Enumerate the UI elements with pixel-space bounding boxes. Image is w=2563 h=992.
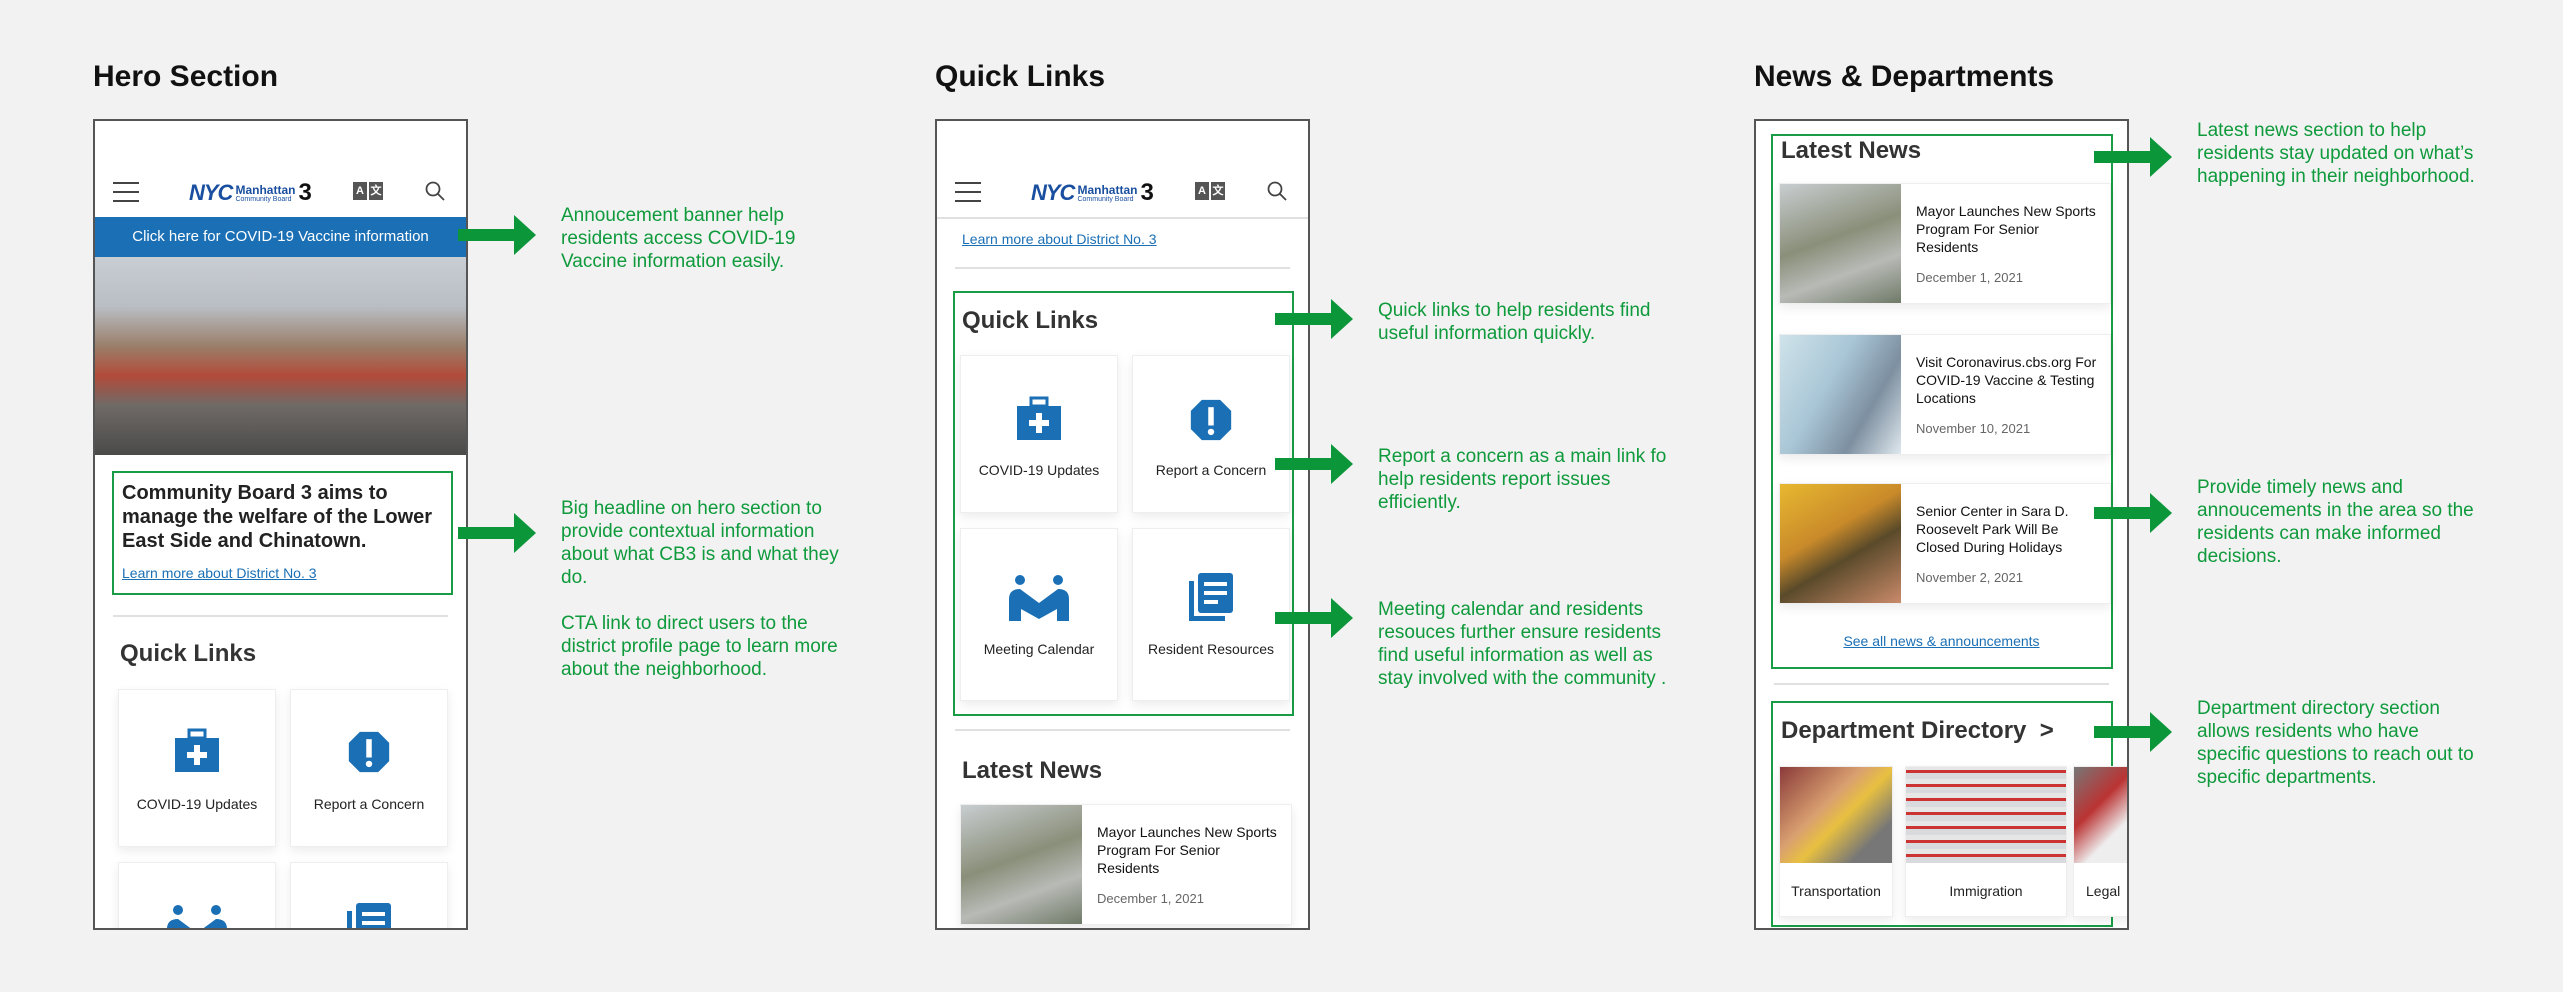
arrow-icon	[2094, 137, 2172, 177]
latest-news-heading: Latest News	[1781, 137, 1922, 164]
alert-octagon-icon	[1189, 396, 1233, 444]
quick-link-meeting[interactable]: Meeting Calendar	[960, 528, 1118, 701]
annotation-headline: Big headline on hero section to provide …	[561, 498, 839, 588]
search-icon[interactable]	[425, 181, 445, 201]
divider	[113, 615, 448, 617]
arrow-icon	[458, 513, 536, 553]
search-icon[interactable]	[1267, 181, 1287, 201]
news-image	[1780, 184, 1901, 303]
district-link[interactable]: Learn more about District No. 3	[122, 565, 317, 581]
news-card[interactable]: Mayor Launches New Sports Program For Se…	[960, 804, 1292, 925]
news-card[interactable]: Senior Center in Sara D. Roosevelt Park …	[1779, 483, 2111, 604]
arrow-icon	[1275, 444, 1353, 484]
dept-image	[1780, 767, 1892, 863]
quick-link-report[interactable]: Report a Concern	[290, 689, 448, 847]
arrow-icon	[2094, 493, 2172, 533]
chevron-right-icon: >	[2039, 717, 2054, 744]
annotation-timely: Provide timely news and annoucements in …	[2197, 477, 2474, 567]
quick-link-resources[interactable]: Resident Resources	[1132, 528, 1290, 701]
latest-news-heading: Latest News	[962, 757, 1103, 784]
headline-box: Community Board 3 aims to manage the wel…	[112, 471, 453, 595]
annotation-banner: Annoucement banner help residents access…	[561, 205, 796, 272]
quick-links-heading: Quick Links	[962, 307, 1099, 334]
hero-image	[95, 257, 466, 455]
hero-headline: Community Board 3 aims to manage the wel…	[122, 482, 433, 552]
dept-image	[1906, 767, 2066, 863]
quick-link-report[interactable]: Report a Concern	[1132, 355, 1290, 513]
hamburger-menu-icon[interactable]	[955, 182, 981, 202]
dept-card-immigration[interactable]: Immigration	[1905, 766, 2067, 917]
divider	[955, 729, 1290, 731]
annotation-news: Latest news section to help residents st…	[2197, 120, 2475, 187]
documents-icon	[347, 903, 391, 930]
see-all-news-link[interactable]: See all news & announcements	[1843, 633, 2040, 649]
news-image	[1780, 484, 1901, 603]
quick-link-covid[interactable]: COVID-19 Updates	[960, 355, 1118, 513]
district-link[interactable]: Learn more about District No. 3	[962, 231, 1157, 247]
section-title-quick-links: Quick Links	[935, 60, 1106, 93]
meeting-people-icon	[1008, 573, 1070, 621]
divider	[1774, 683, 2109, 685]
hamburger-menu-icon[interactable]	[113, 182, 139, 202]
latest-news-box	[1771, 134, 2113, 669]
covid-banner[interactable]: Click here for COVID-19 Vaccine informat…	[95, 217, 466, 257]
medical-kit-icon	[1015, 396, 1063, 444]
news-image	[1780, 335, 1901, 454]
quick-link-meeting[interactable]	[118, 862, 276, 930]
annotation-quick-links: Quick links to help residents find usefu…	[1378, 300, 1651, 344]
news-card[interactable]: Visit Coronavirus.cbs.org For COVID-19 V…	[1779, 334, 2111, 455]
dept-image	[2074, 767, 2127, 863]
arrow-icon	[2094, 712, 2172, 752]
section-title-news: News & Departments	[1754, 60, 2055, 93]
arrow-icon	[458, 215, 536, 255]
documents-icon	[1189, 573, 1233, 621]
quick-links-heading: Quick Links	[120, 640, 257, 667]
header-divider	[937, 217, 1308, 219]
annotation-dept: Department directory section allows resi…	[2197, 698, 2474, 788]
section-title-hero: Hero Section	[93, 60, 279, 93]
annotation-meeting: Meeting calendar and residents resouces …	[1378, 599, 1667, 689]
meeting-people-icon	[166, 903, 228, 930]
divider	[955, 267, 1290, 269]
quick-link-covid[interactable]: COVID-19 Updates	[118, 689, 276, 847]
arrow-icon	[1275, 598, 1353, 638]
medical-kit-icon	[173, 728, 221, 776]
news-image	[961, 805, 1082, 924]
news-card[interactable]: Mayor Launches New Sports Program For Se…	[1779, 183, 2111, 304]
dept-card-transportation[interactable]: Transportation	[1779, 766, 1893, 917]
dept-card-legal[interactable]: Legal	[2073, 766, 2127, 917]
phone-news: Latest News Mayor Launches New Sports Pr…	[1754, 119, 2129, 930]
department-directory-heading[interactable]: Department Directory >	[1781, 717, 2054, 744]
arrow-icon	[1275, 299, 1353, 339]
quick-link-resources[interactable]	[290, 862, 448, 930]
annotation-cta: CTA link to direct users to the district…	[561, 613, 838, 680]
annotation-report: Report a concern as a main link fo help …	[1378, 446, 1667, 513]
alert-octagon-icon	[347, 728, 391, 776]
quick-links-box	[953, 291, 1294, 716]
